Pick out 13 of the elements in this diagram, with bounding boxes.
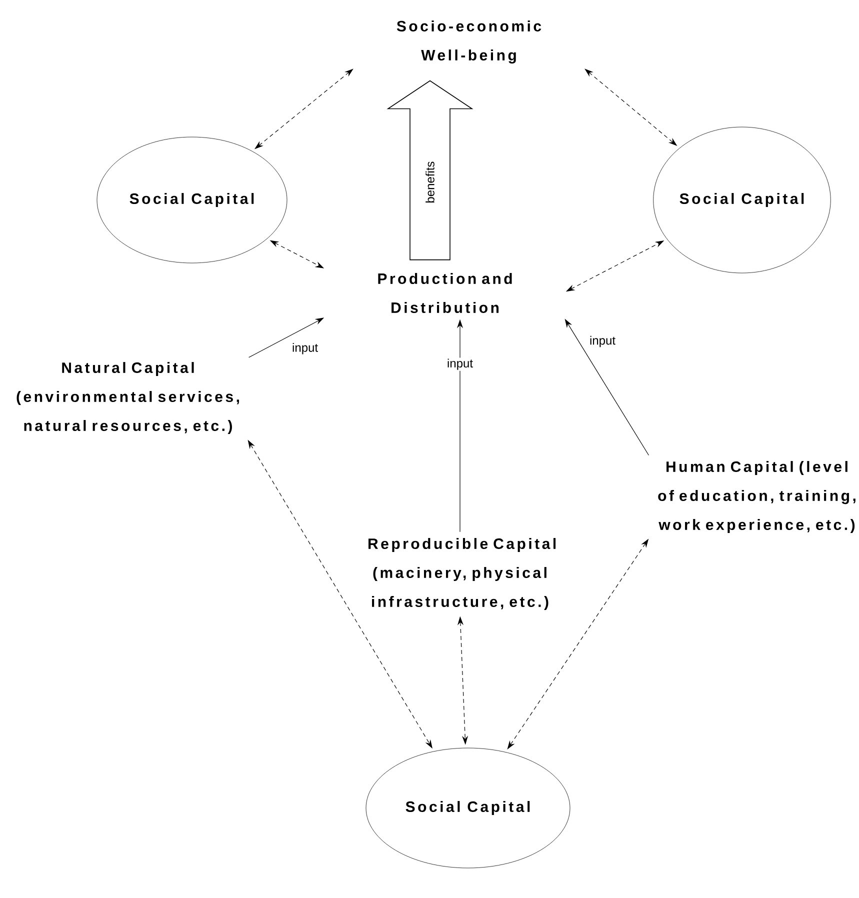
ellipse-node: Social Capital — [366, 748, 570, 868]
edge-label: input — [590, 336, 616, 348]
label-text: Reproducible Capital (macinery, physical infrastructure, etc.) — [368, 538, 556, 610]
label-text: Production and Distribution — [378, 273, 512, 313]
edge-label: input — [292, 343, 318, 354]
ellipse-node: Social Capital — [96, 136, 288, 264]
label-text: Natural Capital (environmental services, natural resources, etc.) — [16, 362, 239, 434]
block-arrow — [386, 80, 474, 260]
edge-label: input — [446, 358, 474, 371]
label-text: Socio-economic Well-being — [396, 20, 542, 64]
edge-label: benefits — [426, 162, 434, 203]
ellipse-node: Social Capital — [653, 126, 831, 274]
label-text: Human Capital (level of education, training, work experience, etc.) — [658, 461, 856, 533]
